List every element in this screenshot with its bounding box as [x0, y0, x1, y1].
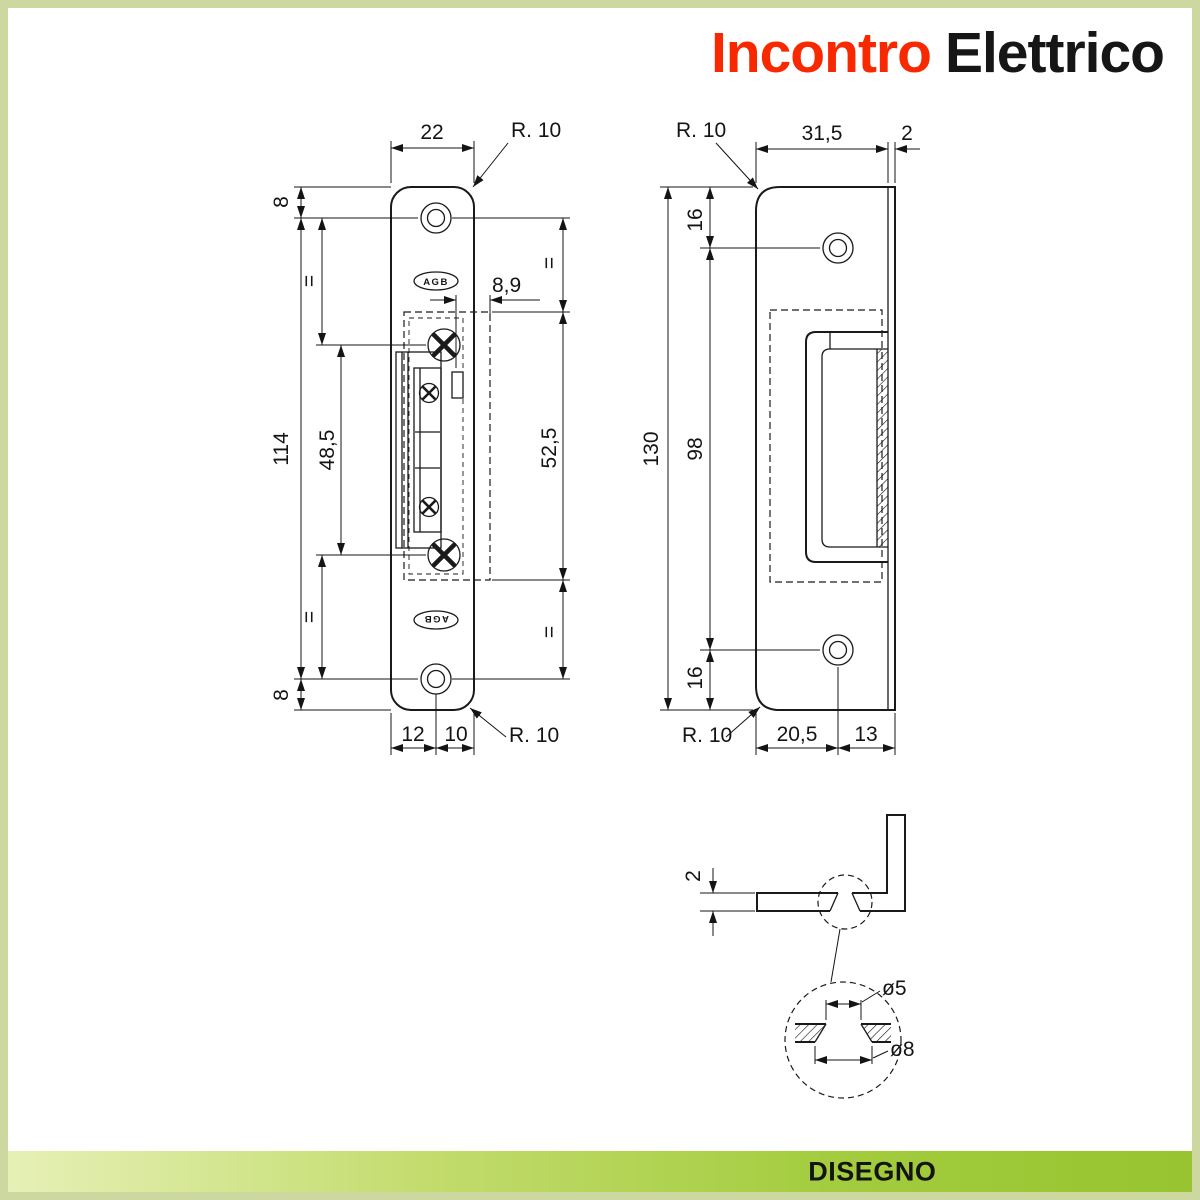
footer-label: DISEGNO — [808, 1156, 937, 1186]
footer-bar: DISEGNO — [8, 1151, 1192, 1192]
dim-side-left-to-hole: 20,5 — [777, 723, 818, 746]
side-view: R. 10 31,5 2 16 98 16 130 — [640, 119, 920, 755]
strike-plate-outline — [390, 186, 475, 711]
dim-front-equal-left-top: = — [298, 275, 321, 287]
dim-side-hole-spacing: 98 — [684, 437, 707, 460]
front-dimensions: 22 R. 10 8 114 8 = = 48,5 — [270, 119, 570, 755]
dim-front-hole-to-right: 10 — [444, 723, 467, 746]
phillips-screw-top — [427, 328, 461, 362]
dim-front-width: 22 — [420, 121, 443, 144]
countersink-section — [795, 1023, 891, 1043]
detail-view: 2 ø5 ø8 — [682, 814, 915, 1099]
latch-mechanism — [395, 328, 464, 572]
detail-callout-circle — [817, 874, 873, 930]
agb-logo-text: AGB — [423, 613, 449, 624]
dim-front-edge-hole-top: 8 — [270, 196, 293, 208]
dim-side-radius-bottom: R. 10 — [682, 724, 732, 747]
cutout-dashed-outline — [403, 311, 491, 581]
dim-front-screw-spacing: 48,5 — [316, 430, 339, 471]
agb-logo-top: AGB — [413, 271, 459, 291]
screw-hole-top — [420, 202, 452, 234]
dim-side-lip-width: 2 — [901, 122, 913, 145]
dim-front-cutout-height: 52,5 — [538, 428, 561, 469]
side-hole-top — [822, 232, 854, 264]
dim-front-left-to-hole: 12 — [401, 723, 424, 746]
side-hole-bottom — [822, 634, 854, 666]
dim-side-edge-hole-bottom: 16 — [684, 666, 707, 689]
dim-side-edge-hole-top: 16 — [684, 208, 707, 231]
pocket — [805, 331, 888, 563]
dim-detail-countersink-diameter: ø8 — [890, 1038, 915, 1061]
dim-front-equal-right-bottom: = — [538, 626, 561, 638]
detail-magnified-circle — [784, 981, 902, 1099]
side-dimensions: R. 10 31,5 2 16 98 16 130 — [640, 119, 920, 755]
agb-logo-text: AGB — [423, 277, 449, 288]
dim-front-radius-bottom: R. 10 — [509, 724, 559, 747]
dim-detail-hole-diameter: ø5 — [882, 977, 907, 1000]
cutout-dashed-inner — [408, 317, 464, 575]
roller-screw-top — [418, 382, 440, 404]
phillips-screw-bottom — [427, 538, 461, 572]
dim-side-hole-to-right: 13 — [854, 723, 877, 746]
front-view: AGB AGB — [270, 119, 570, 755]
dim-front-radius-top: R. 10 — [511, 119, 561, 142]
dim-side-overall-height: 130 — [640, 431, 663, 466]
dim-front-equal-right-top: = — [538, 257, 561, 269]
side-body-outline — [755, 186, 896, 711]
title-brand: Incontro — [710, 21, 932, 85]
detail-dimensions: 2 ø5 ø8 — [682, 868, 915, 1064]
angle-bracket-section — [756, 814, 906, 912]
agb-logo-bottom: AGB — [413, 610, 459, 630]
dim-detail-thickness: 2 — [682, 870, 705, 882]
title-product: Elettrico — [944, 21, 1165, 85]
dim-front-equal-left-bottom: = — [298, 611, 321, 623]
dim-side-face-width: 31,5 — [802, 122, 843, 145]
detail-link — [830, 928, 841, 983]
dim-front-hole-spacing: 114 — [270, 432, 293, 466]
roller-screw-bottom — [418, 496, 440, 518]
dim-side-radius-top: R. 10 — [676, 119, 726, 142]
dim-front-edge-hole-bottom: 8 — [270, 689, 293, 701]
dim-front-latch-offset: 8,9 — [492, 274, 521, 297]
